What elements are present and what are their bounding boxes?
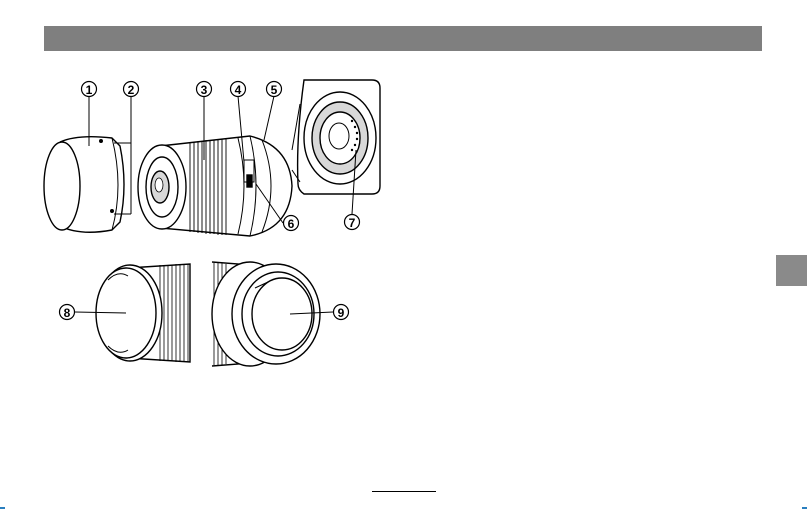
svg-text:8: 8 — [64, 306, 71, 320]
callout-7: 7 — [345, 215, 360, 231]
lens-hood-drawing — [44, 137, 124, 233]
lens-body-drawing — [138, 136, 292, 236]
rear-cap-drawing — [212, 262, 320, 366]
callout-3: 3 — [197, 82, 212, 98]
svg-text:7: 7 — [349, 216, 356, 230]
svg-text:1: 1 — [86, 83, 93, 97]
callout-6: 6 — [284, 216, 299, 232]
svg-text:5: 5 — [271, 83, 278, 97]
svg-text:6: 6 — [288, 217, 295, 231]
callout-9: 9 — [334, 305, 349, 321]
svg-text:2: 2 — [128, 83, 135, 97]
svg-text:9: 9 — [338, 306, 345, 320]
callout-2: 2 — [124, 82, 139, 98]
callout-8: 8 — [60, 305, 75, 321]
lens-mount-inset — [292, 80, 380, 194]
callout-4: 4 — [231, 82, 246, 98]
callout-5: 5 — [267, 82, 282, 98]
callout-1: 1 — [82, 82, 97, 98]
svg-text:4: 4 — [235, 83, 242, 97]
svg-text:3: 3 — [201, 83, 208, 97]
